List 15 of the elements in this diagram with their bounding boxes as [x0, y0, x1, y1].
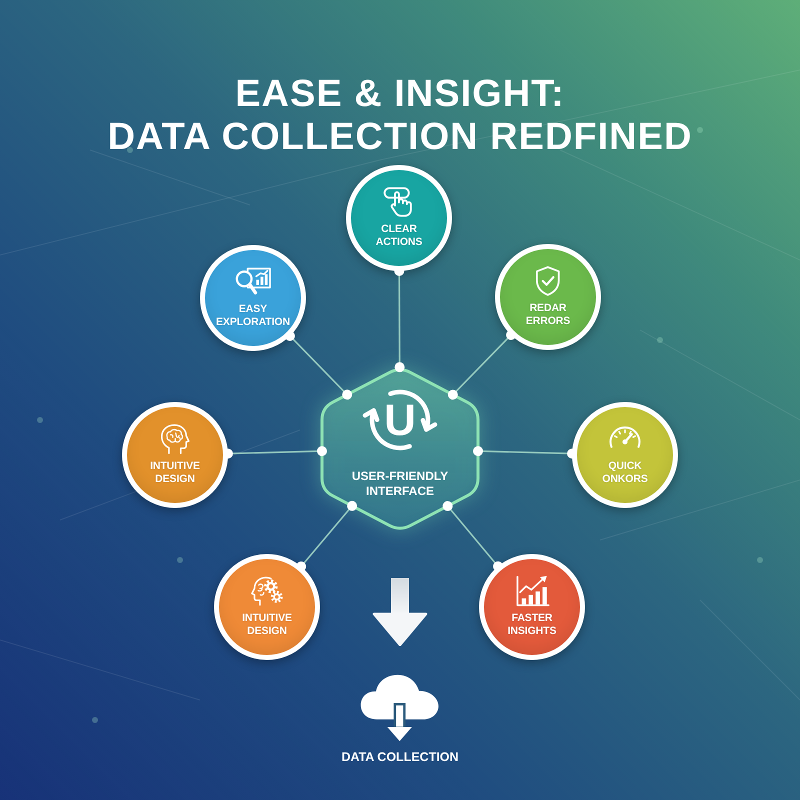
- connector-line: [448, 330, 516, 400]
- node-label: USER-FRIENDLY INTERFACE: [351, 469, 449, 499]
- connector-line: [284, 330, 352, 400]
- node-label: INTUITIVE DESIGN: [242, 612, 292, 638]
- node-label: DATA COLLECTION: [341, 750, 459, 765]
- node-label: FASTER INSIGHTS: [507, 612, 557, 638]
- connector-line: [296, 500, 358, 572]
- node-label: QUICK ONKORS: [602, 460, 648, 486]
- node-label: INTUITIVE DESIGN: [150, 460, 200, 486]
- monogram-letter: U: [384, 403, 416, 439]
- title: EASE & INSIGHT: DATA COLLECTION REDFINED: [108, 73, 692, 159]
- node-label: CLEAR ACTIONS: [375, 222, 423, 248]
- node-label: EASY EXPLORATION: [216, 302, 290, 328]
- connector-line: [442, 501, 504, 572]
- node-label: REDAR ERRORS: [525, 302, 571, 328]
